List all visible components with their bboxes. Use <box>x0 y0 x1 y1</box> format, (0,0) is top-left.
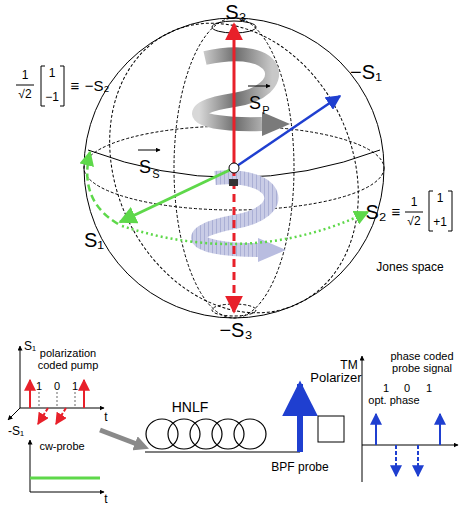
plot-title: polarization coded pump <box>28 347 108 371</box>
space-label: Jones space <box>376 261 443 274</box>
equivalence-sign: ≡ <box>71 78 80 95</box>
axis-label: −S₁ <box>350 61 382 83</box>
fraction-denominator: √2 <box>407 215 420 228</box>
component-label: Polarizer <box>310 371 361 385</box>
bit-label: 1 <box>72 380 78 392</box>
fraction-numerator: 1 <box>22 69 29 82</box>
axis-label: TM <box>340 359 357 372</box>
vector-subscript: S <box>152 168 159 180</box>
signal-label: cw-probe <box>39 440 84 452</box>
axis-label: opt. phase <box>368 394 419 406</box>
axis-label: t <box>104 411 107 424</box>
fraction-denominator: √2 <box>18 88 31 101</box>
axis-label: −S₂ <box>85 78 110 95</box>
axis-label: S₁ <box>84 229 104 251</box>
vector-label: S <box>249 94 261 114</box>
bit-label: 1 <box>36 380 42 392</box>
equivalence-sign: ≡ <box>392 204 401 221</box>
bit-label: 0 <box>54 380 60 392</box>
bit-label: 1 <box>383 382 389 394</box>
axis-label: S₃ <box>225 1 246 23</box>
vector-label: S <box>139 158 151 178</box>
axis-label: -S₁ <box>8 425 24 438</box>
axis-label: S₂ <box>365 201 386 223</box>
axis-label: t <box>104 493 107 506</box>
matrix-entry: 1 <box>437 192 444 205</box>
fraction-numerator: 1 <box>411 196 418 209</box>
component-label: BPF probe <box>271 461 328 474</box>
axis-label: −S₃ <box>219 319 252 341</box>
fiber-label: HNLF <box>172 400 209 415</box>
vector-subscript: P <box>262 104 269 116</box>
matrix-entry: +1 <box>433 216 447 229</box>
plot-title: phase coded probe signal <box>382 350 462 374</box>
matrix-entry: −1 <box>45 91 59 104</box>
axis-label: S₁ <box>24 340 36 353</box>
bit-label: 1 <box>426 382 432 394</box>
matrix-entry: 1 <box>49 67 56 80</box>
bit-label: 0 <box>404 382 410 394</box>
